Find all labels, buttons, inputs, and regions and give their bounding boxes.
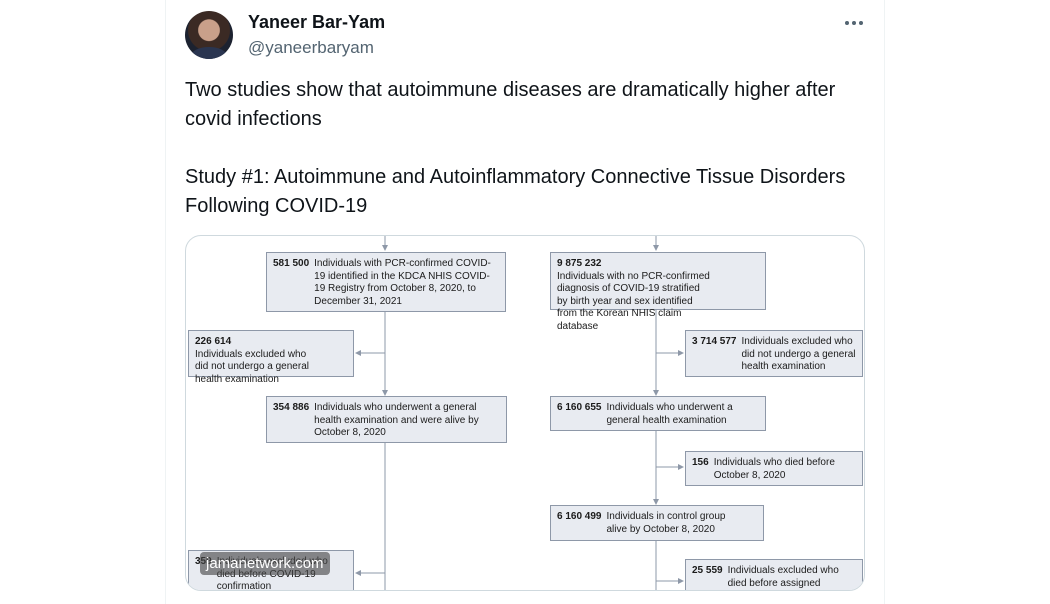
source-watermark: jamanetwork.com — [200, 552, 330, 575]
timeline-column — [165, 0, 885, 604]
flow-box-right-top: 9 875 232Individuals with no PCR-confirm… — [550, 252, 766, 332]
author-name[interactable]: Yaneer Bar-Yam — [248, 12, 386, 32]
flowchart-connectors — [355, 236, 684, 590]
flow-box-left-exclusion-1: 226 614Individuals excluded who did not … — [188, 330, 354, 385]
author-avatar[interactable] — [185, 11, 233, 59]
tweet-line-2: Study #1: Autoimmune and Autoinflammator… — [185, 166, 846, 217]
more-horizontal-icon[interactable] — [842, 12, 866, 34]
tweet-line-1: Two studies show that autoimmune disease… — [185, 79, 836, 130]
author-handle[interactable]: @yaneerbaryam — [248, 38, 374, 57]
tweet-text: Two studies show that autoimmune disease… — [185, 76, 865, 221]
